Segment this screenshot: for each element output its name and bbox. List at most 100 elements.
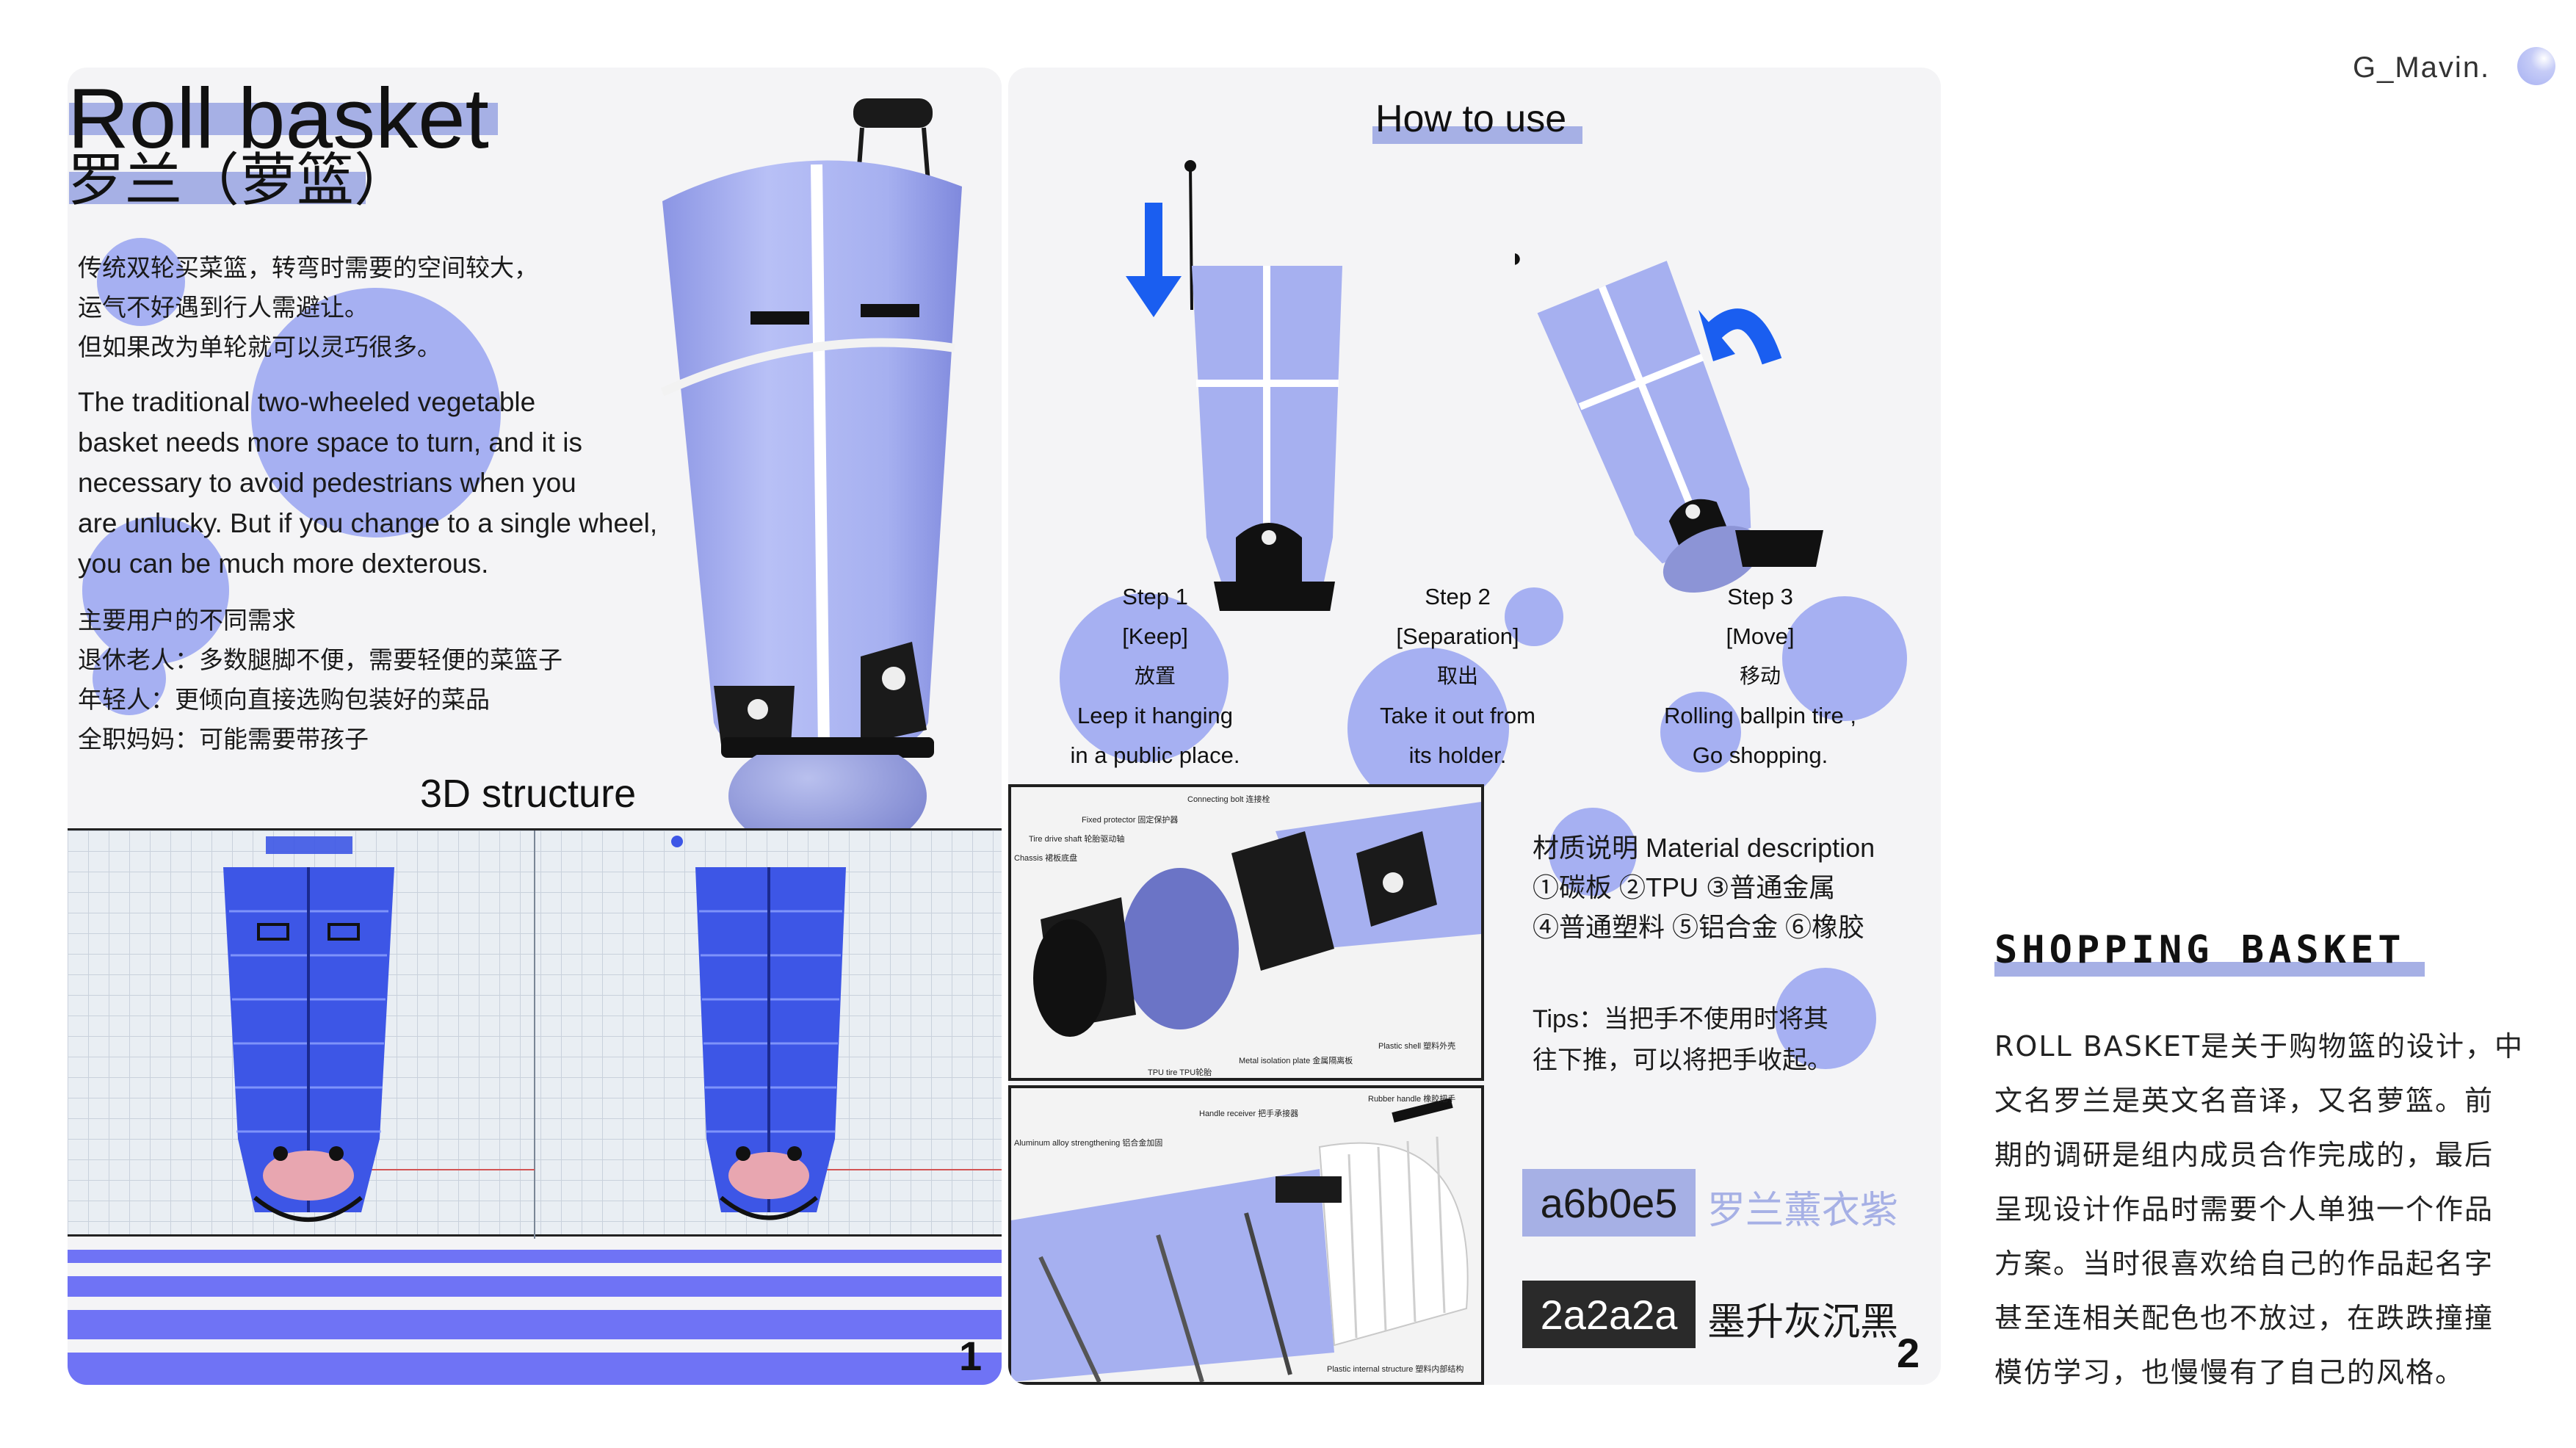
- brand-name: G_Mavin.: [2353, 51, 2491, 84]
- callout-label: Plastic shell 塑料外壳: [1378, 1042, 1456, 1051]
- color-swatch-lavender: a6b0e5: [1522, 1169, 1696, 1237]
- user-needs-heading: 主要用户的不同需求: [78, 606, 296, 634]
- deco-dot: [97, 238, 185, 326]
- swatch-name: 罗兰薰衣紫: [1707, 1189, 1899, 1233]
- user-need-item: 退休老人：多数腿脚不便，需要轻便的菜篮子: [78, 645, 562, 674]
- swatch-hex: a6b0e5: [1540, 1179, 1678, 1226]
- color-swatch-black: 2a2a2a: [1522, 1281, 1696, 1348]
- how-to-use-title: How to use: [1375, 98, 1567, 140]
- deco-dot: [82, 517, 229, 664]
- intro-zh-line: 但如果改为单轮就可以灵巧很多。: [78, 333, 441, 361]
- material-description: 材质说明 Material description ①碳板 ②TPU ③普通金属…: [1533, 828, 1875, 947]
- swatch-hex: 2a2a2a: [1540, 1291, 1678, 1338]
- callout-label: Rubber handle 橡胶把手: [1368, 1095, 1456, 1104]
- deco-stripe: [68, 1353, 1002, 1385]
- page-number: 1: [959, 1333, 983, 1379]
- intro-en-line: necessary to avoid pedestrians when you: [78, 468, 576, 498]
- tips-line: 往下推，可以将把手收起。: [1533, 1046, 1832, 1074]
- brand-logo: G_Mavin.: [2353, 47, 2558, 88]
- intro-en-line: you can be much more dexterous.: [78, 549, 489, 579]
- deco-dot: [93, 642, 166, 715]
- user-need-item: 年轻人：更倾向直接选购包装好的菜品: [78, 685, 490, 714]
- step-3: Step 3 [Move] 移动 Rolling ballpin tire , …: [1643, 577, 1878, 775]
- panel-intro: Roll basket 罗兰（萝篮） 传统双轮买菜篮，转弯时需要的空间较大， 运…: [68, 68, 1002, 1385]
- tips-line: Tips：当把手不使用时将其: [1533, 1005, 1828, 1033]
- deco-dot: [1549, 808, 1637, 896]
- intro-en: The traditional two-wheeled vegetable ba…: [78, 382, 657, 584]
- step-label: Step 3: [1727, 584, 1793, 609]
- structure-title: 3D structure: [420, 772, 637, 816]
- description-line: 甚至连相关配色也不放过，在跌跌撞撞: [1994, 1302, 2494, 1334]
- step-keyword: [Keep]: [1122, 623, 1188, 649]
- arrow-down-icon: [1126, 203, 1182, 317]
- callout-label: Chassis 裙板底盘: [1014, 854, 1078, 863]
- description-line: 呈现设计作品时需要个人单独一个作品: [1994, 1193, 2494, 1226]
- product-render: [660, 98, 962, 840]
- step-dot: [1060, 593, 1229, 762]
- intro-zh: 传统双轮买菜篮，转弯时需要的空间较大， 运气不好遇到行人需避让。 但如果改为单轮…: [78, 248, 538, 367]
- title-highlight: [69, 103, 498, 135]
- description-line: 模仿学习，也慢慢有了自己的风格。: [1994, 1356, 2465, 1389]
- step-keyword-zh: 取出: [1436, 664, 1478, 688]
- basket-upright-render: [1184, 160, 1342, 611]
- right-title-highlight: [1994, 962, 2425, 977]
- exploded-view-handle: Rubber handle 橡胶把手 Handle receiver 把手承接器…: [1008, 1085, 1484, 1385]
- callout-label: Aluminum alloy strengthening 铝合金加固: [1014, 1139, 1163, 1148]
- callout-label: Fixed protector 固定保护器: [1082, 816, 1179, 825]
- description-line: 期的调研是组内成员合作完成的，最后: [1994, 1139, 2494, 1171]
- blueprint-drawing: [223, 830, 1002, 1239]
- callout-label: Plastic internal structure 塑料内部结构: [1327, 1365, 1464, 1374]
- deco-stripe: [68, 1310, 1002, 1339]
- page-number: 2: [1897, 1330, 1920, 1376]
- step-label: Step 2: [1425, 584, 1491, 609]
- intro-en-line: basket needs more space to turn, and it …: [78, 427, 582, 457]
- intro-en-line: The traditional two-wheeled vegetable: [78, 387, 536, 417]
- material-list: ①碳板 ②TPU ③普通金属: [1533, 872, 1836, 902]
- callout-label: Connecting bolt 连接栓: [1187, 795, 1270, 804]
- step-keyword-zh: 放置: [1134, 664, 1176, 688]
- deco-stripe: [68, 1276, 1002, 1297]
- intro-en-line: are unlucky. But if you change to a sing…: [78, 508, 658, 538]
- swatch-name: 墨升灰沉黑: [1707, 1300, 1899, 1344]
- step-2: Step 2 [Separation] 取出 Take it out from …: [1340, 577, 1575, 775]
- exploded-view-wheel: Connecting bolt 连接栓 Fixed protector 固定保护…: [1008, 784, 1484, 1081]
- material-heading: 材质说明 Material description: [1533, 833, 1875, 863]
- step-dot: [1660, 692, 1741, 772]
- panel-usage: How to use Step: [1008, 68, 1941, 1385]
- callout-label: Handle receiver 把手承接器: [1199, 1109, 1299, 1118]
- callout-label: Tire drive shaft 轮胎驱动轴: [1029, 835, 1125, 844]
- intro-zh-line: 运气不好遇到行人需避让。: [78, 293, 369, 322]
- project-description: ROLL BASKET是关于购物篮的设计，中 文名罗兰是英文名音译，又名萝篮。前…: [1994, 1019, 2553, 1400]
- user-needs: 主要用户的不同需求 退休老人：多数腿脚不便，需要轻便的菜篮子 年轻人：更倾向直接…: [78, 601, 562, 759]
- page-title: Roll basket: [68, 70, 489, 166]
- tips: Tips：当把手不使用时将其 往下推，可以将把手收起。: [1533, 999, 1832, 1081]
- how-to-use-highlight: [1372, 126, 1582, 144]
- step-keyword: [Move]: [1726, 623, 1795, 649]
- page-subtitle: 罗兰（萝篮）: [68, 148, 412, 214]
- wheel-assembly-render: [1011, 787, 1481, 1078]
- step-dot: [1782, 596, 1907, 721]
- shopping-basket-title: SHOPPING BASKET: [1994, 928, 2406, 972]
- description-line: ROLL BASKET是关于购物篮的设计，中: [1994, 1030, 2525, 1063]
- step-keyword: [Separation]: [1396, 623, 1519, 649]
- user-need-item: 全职妈妈：可能需要带孩子: [78, 725, 369, 753]
- step-dot: [1347, 648, 1509, 809]
- deco-dot: [1775, 968, 1876, 1069]
- step-desc: Leep it hanging: [1077, 703, 1234, 728]
- description-line: 方案。当时很喜欢给自己的作品起名字: [1994, 1248, 2494, 1280]
- blueprint-view: [68, 828, 1002, 1239]
- step-desc: its holder.: [1408, 742, 1507, 768]
- deco-stripe: [68, 1250, 1002, 1263]
- brand-dot-icon: [2517, 47, 2555, 85]
- step-desc: Go shopping.: [1692, 742, 1828, 768]
- step-desc: Rolling ballpin tire ,: [1664, 703, 1856, 728]
- step-label: Step 1: [1122, 584, 1188, 609]
- step-desc: Take it out from: [1380, 703, 1535, 728]
- intro-zh-line: 传统双轮买菜篮，转弯时需要的空间较大，: [78, 253, 538, 282]
- subtitle-highlight: [69, 172, 366, 204]
- step-1: Step 1 [Keep] 放置 Leep it hanging in a pu…: [1038, 577, 1273, 775]
- step-desc: in a public place.: [1070, 742, 1240, 768]
- handle-assembly-render: [1011, 1088, 1481, 1382]
- basket-tilted-render: [1515, 253, 1823, 593]
- step-dot: [1505, 587, 1563, 646]
